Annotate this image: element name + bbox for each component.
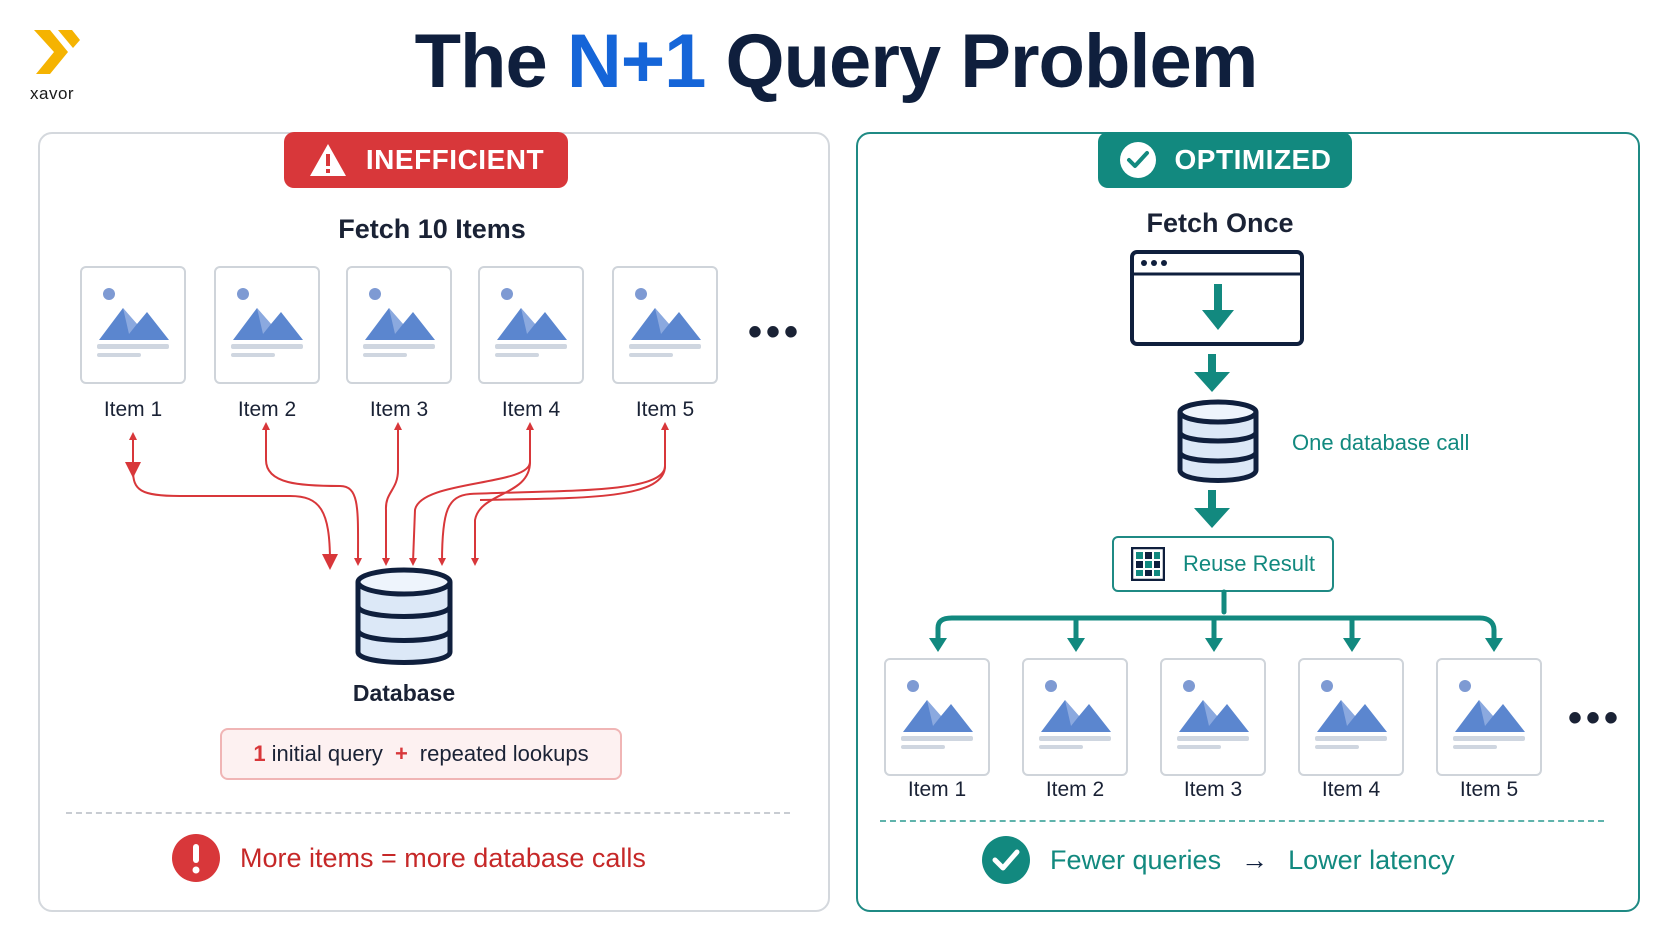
arrow-right-icon: → [1241,844,1269,875]
right-item-label: Item 3 [1183,778,1243,801]
image-icon [231,288,303,357]
left-divider [66,812,790,814]
left-item-card [478,266,584,384]
lookup-arrow-6 [474,461,531,562]
grid-icon [1130,547,1165,581]
lookup-arrow-4 [412,430,531,563]
title-accent: N+1 [566,19,707,104]
left-item-card [80,266,186,384]
xavor-logo-mark-icon [34,30,80,74]
page-title: The N+1 Query Problem [0,18,1672,105]
database-label: Database [352,680,456,706]
left-item-label: Item 4 [501,398,561,421]
image-icon [495,288,567,357]
right-item-label: Item 2 [1045,778,1105,801]
database-icon [1177,399,1259,483]
right-item-label: Item 1 [907,778,967,801]
reuse-result-label: Reuse Result [1182,551,1316,576]
lookup-arrow-7 [479,465,666,501]
title-part-2: Query Problem [705,19,1259,104]
right-item-card [1022,658,1128,776]
right-item-label: Item 4 [1321,778,1381,801]
image-icon [1315,680,1387,749]
lookup-arrow-2 [265,430,360,563]
left-item-label: Item 5 [635,398,695,421]
image-icon [1177,680,1249,749]
warning-icon [309,144,346,176]
optimized-badge-label: OPTIMIZED [1174,144,1332,175]
inefficient-badge: INEFFICIENT [284,132,568,188]
arrow-down-icon [1194,354,1230,392]
right-note: Fewer queries → Lower latency [982,836,1455,884]
right-more-dots: ••• [1568,696,1623,740]
right-item-label: Item 5 [1459,778,1519,801]
image-icon [1039,680,1111,749]
lookup-arrow-1 [124,461,338,570]
right-item-card [1436,658,1542,776]
exclamation-icon [172,834,220,882]
image-icon [363,288,435,357]
left-item-card [346,266,452,384]
left-item-card [214,266,320,384]
plus-sign: + [394,741,408,766]
right-item-card [1160,658,1266,776]
right-note-left: Fewer queries [1050,844,1222,875]
optimized-badge: OPTIMIZED [1098,132,1352,188]
left-item-card [612,266,718,384]
left-heading: Fetch 10 Items [338,214,526,244]
left-note-text: More items = more database calls [240,842,646,873]
inefficient-badge-label: INEFFICIENT [365,144,545,175]
left-item-label: Item 2 [237,398,297,421]
xavor-logo: xavor [28,26,88,106]
right-heading: Fetch Once [1146,208,1294,238]
check-circle-icon [982,836,1030,884]
right-item-card [884,658,990,776]
left-item-label: Item 3 [369,398,429,421]
image-icon [97,288,169,357]
lookup-arrow-3 [384,430,399,562]
database-icon [355,567,453,665]
repeated-lookups-label: repeated lookups [419,741,589,766]
image-icon [1453,680,1525,749]
right-item-card [1298,658,1404,776]
logo-text: xavor [30,84,75,103]
left-note: More items = more database calls [172,834,646,882]
image-icon [629,288,701,357]
title-part-1: The [414,19,567,104]
db-call-label: One database call [1292,430,1470,455]
browser-window-icon [1130,250,1304,346]
query-summary-pill: 1 initial query + repeated lookups [220,728,622,780]
arrow-down-icon [1194,490,1230,528]
left-item-label: Item 1 [103,398,163,421]
right-divider [880,820,1604,822]
image-icon [901,680,973,749]
initial-count: 1 [253,741,266,766]
check-circle-icon [1119,142,1156,178]
initial-query-label: initial query [271,741,383,766]
right-note-right: Lower latency [1288,844,1455,875]
